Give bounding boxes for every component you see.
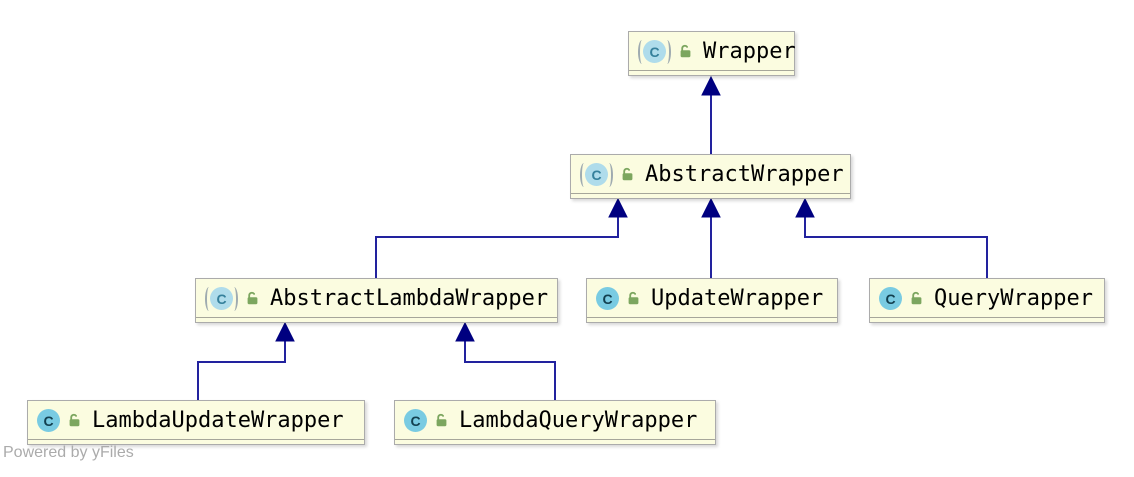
class-circle-icon: C — [643, 40, 666, 63]
class-circle-icon: C — [879, 287, 902, 310]
edge-abstractlambdawrapper-to-abstractwrapper[interactable] — [375, 197, 628, 278]
compartment-separator — [571, 193, 850, 194]
compartment-separator — [196, 317, 557, 318]
class-name-label: LambdaQueryWrapper — [459, 408, 698, 433]
unlocked-icon — [69, 413, 80, 427]
class-node-wrapper[interactable]: C Wrapper — [628, 31, 796, 76]
class-name-label: UpdateWrapper — [651, 286, 824, 311]
abstract-class-icon: C — [638, 39, 671, 64]
edge-abstractwrapper-to-wrapper[interactable] — [701, 75, 721, 154]
compartment-separator — [587, 317, 837, 318]
class-circle-icon: C — [596, 287, 619, 310]
class-circle-icon: C — [585, 163, 608, 186]
class-name-label: AbstractWrapper — [645, 162, 844, 187]
unlocked-icon — [436, 413, 447, 427]
yfiles-watermark: Powered by yFiles — [3, 444, 134, 461]
class-node-abstract-wrapper[interactable]: C AbstractWrapper — [570, 154, 851, 199]
compartment-separator — [870, 317, 1104, 318]
arrowhead-icon — [455, 321, 475, 342]
class-icon: C — [404, 409, 427, 432]
abstract-paren-right-icon — [605, 162, 613, 187]
edge-lambdaquerywrapper-to-abstractlambdawrapper[interactable] — [455, 321, 556, 400]
abstract-class-icon: C — [205, 286, 238, 311]
abstract-paren-right-icon — [663, 39, 671, 64]
edge-querywrapper-to-abstractwrapper[interactable] — [795, 197, 988, 278]
abstract-paren-right-icon — [230, 286, 238, 311]
compartment-separator — [28, 439, 364, 440]
unlocked-icon — [680, 44, 691, 58]
class-name-label: AbstractLambdaWrapper — [270, 286, 549, 311]
arrowhead-icon — [795, 197, 815, 218]
abstract-paren-left-icon — [638, 39, 646, 64]
class-icon: C — [37, 409, 60, 432]
edge-lambdaupdatewrapper-to-abstractlambdawrapper[interactable] — [197, 321, 295, 400]
class-circle-icon: C — [210, 287, 233, 310]
class-node-lambda-update-wrapper[interactable]: C LambdaUpdateWrapper — [27, 400, 365, 445]
arrowhead-icon — [275, 321, 295, 342]
compartment-separator — [395, 439, 715, 440]
unlocked-icon — [628, 291, 639, 305]
unlocked-icon — [622, 167, 633, 181]
class-node-query-wrapper[interactable]: C QueryWrapper — [869, 278, 1105, 323]
arrowhead-icon — [701, 197, 721, 218]
abstract-paren-left-icon — [580, 162, 588, 187]
class-name-label: QueryWrapper — [934, 286, 1093, 311]
abstract-class-icon: C — [580, 162, 613, 187]
abstract-paren-left-icon — [205, 286, 213, 311]
edge-updatewrapper-to-abstractwrapper[interactable] — [701, 197, 721, 278]
class-node-abstract-lambda-wrapper[interactable]: C AbstractLambdaWrapper — [195, 278, 558, 323]
class-node-update-wrapper[interactable]: C UpdateWrapper — [586, 278, 838, 323]
unlocked-icon — [911, 291, 922, 305]
class-circle-icon: C — [37, 409, 60, 432]
class-name-label: Wrapper — [703, 39, 796, 64]
class-node-lambda-query-wrapper[interactable]: C LambdaQueryWrapper — [394, 400, 716, 445]
unlocked-icon — [247, 291, 258, 305]
compartment-separator — [629, 70, 794, 71]
arrowhead-icon — [701, 75, 721, 96]
class-name-label: LambdaUpdateWrapper — [92, 408, 344, 433]
arrowhead-icon — [608, 197, 628, 218]
class-icon: C — [879, 287, 902, 310]
class-icon: C — [596, 287, 619, 310]
class-circle-icon: C — [404, 409, 427, 432]
